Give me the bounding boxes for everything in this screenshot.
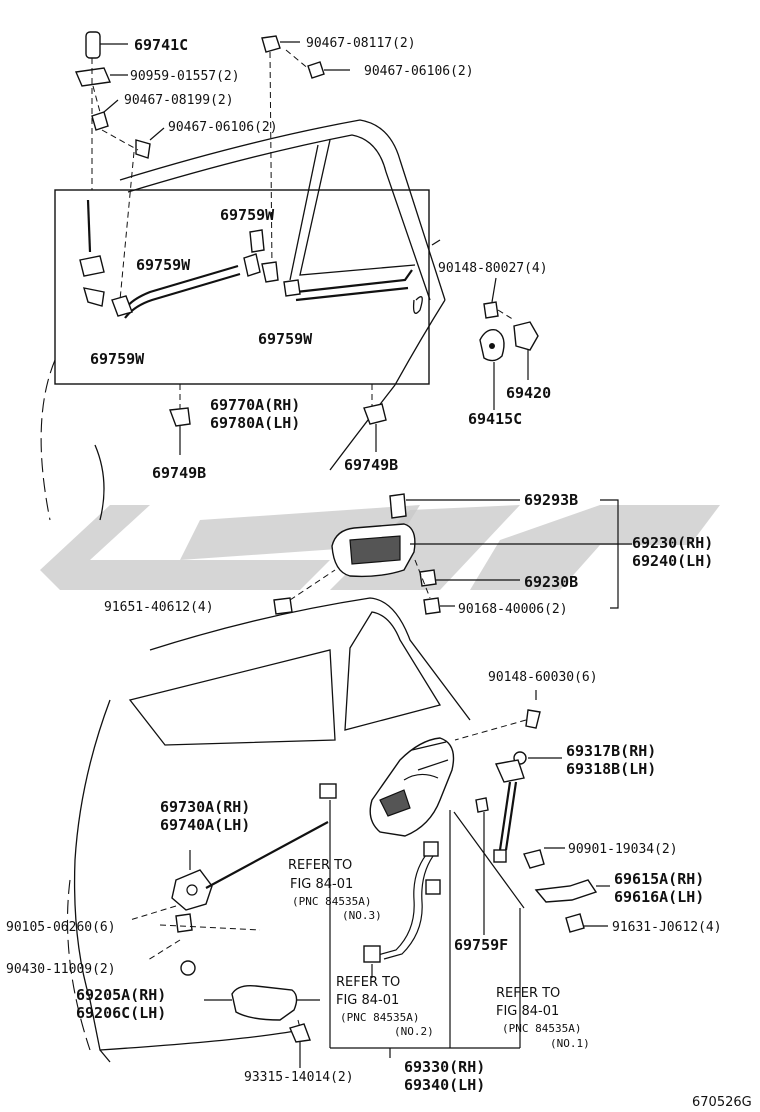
label-69740A: 69740A(LH) — [160, 816, 250, 834]
label-93315-14014: 93315-14014(2) — [244, 1070, 354, 1085]
label-90467-06106-b: 90467-06106(2) — [168, 120, 278, 135]
part-69615A-bracket[interactable] — [534, 879, 610, 903]
svg-text:(NO.3): (NO.3) — [342, 909, 382, 922]
label-69205A: 69205A(RH) — [76, 986, 166, 1004]
part-91651-bolt[interactable] — [273, 597, 293, 615]
part-cable — [319, 783, 441, 963]
figure-id: 670526G — [692, 1095, 752, 1110]
svg-text:(PNC 84535A): (PNC 84535A) — [340, 1011, 419, 1024]
label-90430-11009: 90430-11009(2) — [6, 962, 116, 977]
label-90467-08199: 90467-08199(2) — [124, 93, 234, 108]
part-90467-08199[interactable] — [91, 99, 119, 131]
svg-text:(NO.1): (NO.1) — [550, 1037, 590, 1050]
label-90105-06260: 90105-06260(6) — [6, 920, 116, 935]
part-90168-bolt[interactable] — [423, 597, 455, 615]
part-door-lock-assembly[interactable] — [369, 737, 455, 837]
part-69230-handle[interactable] — [331, 523, 618, 578]
part-69741C[interactable] — [85, 31, 128, 59]
part-90467-06106-top[interactable] — [307, 61, 350, 79]
part-90105-screw[interactable] — [175, 913, 193, 933]
label-69230-rh: 69230(RH) — [632, 534, 713, 552]
refer-note-3: REFER TO FIG 84-01 (PNC 84535A) (NO.1) — [496, 986, 590, 1050]
lower-door-outline — [67, 597, 471, 1063]
label-69206C: 69206C(LH) — [76, 1004, 166, 1022]
label-90148-80027: 90148-80027(4) — [438, 261, 548, 276]
part-90467-06106-b[interactable] — [135, 127, 165, 159]
part-91631-bolt[interactable] — [565, 913, 608, 933]
label-69415C: 69415C — [468, 410, 522, 428]
svg-text:FIG 84-01: FIG 84-01 — [496, 1004, 559, 1019]
upper-door-outline — [40, 119, 446, 521]
label-69749B-1: 69749B — [152, 464, 206, 482]
label-69293B: 69293B — [524, 491, 578, 509]
label-69759F: 69759F — [454, 936, 508, 954]
label-69759W-1: 69759W — [220, 206, 275, 224]
label-91651-40612: 91651-40612(4) — [104, 600, 214, 615]
linkage-box — [54, 189, 430, 385]
part-90430-washer[interactable] — [180, 960, 196, 976]
label-69780A: 69780A(LH) — [210, 414, 300, 432]
label-90901-19034: 90901-19034(2) — [568, 842, 678, 857]
label-69749B-2: 69749B — [344, 456, 398, 474]
label-69330: 69330(RH) — [404, 1058, 485, 1076]
label-69420: 69420 — [506, 384, 551, 402]
part-69293B[interactable] — [389, 493, 520, 519]
label-69759W-2: 69759W — [136, 256, 191, 274]
refer-leaders — [296, 800, 525, 1058]
part-93315-screw[interactable] — [289, 1023, 311, 1068]
part-69730A[interactable] — [171, 821, 329, 911]
label-69340: 69340(LH) — [404, 1076, 485, 1094]
svg-text:(NO.2): (NO.2) — [394, 1025, 434, 1038]
label-69615A: 69615A(RH) — [614, 870, 704, 888]
label-69230B: 69230B — [524, 573, 578, 591]
label-69759W-4: 69759W — [258, 330, 313, 348]
svg-text:REFER TO: REFER TO — [496, 986, 560, 1001]
label-90148-60030: 90148-60030(6) — [488, 670, 598, 685]
label-90467-08117: 90467-08117(2) — [306, 36, 416, 51]
part-90148-80027[interactable] — [483, 277, 515, 321]
label-69741C: 69741C — [134, 36, 188, 54]
refer-note-2: REFER TO FIG 84-01 (PNC 84535A) (NO.2) — [336, 975, 434, 1038]
label-69240-lh: 69240(LH) — [632, 552, 713, 570]
refer-note-1: REFER TO FIG 84-01 (PNC 84535A) (NO.3) — [288, 858, 382, 922]
label-90168-40006: 90168-40006(2) — [458, 602, 568, 617]
part-69415C[interactable] — [479, 329, 505, 410]
label-69730A: 69730A(RH) — [160, 798, 250, 816]
label-69770A: 69770A(RH) — [210, 396, 300, 414]
svg-text:(PNC 84535A): (PNC 84535A) — [502, 1022, 581, 1035]
label-69317B: 69317B(RH) — [566, 742, 656, 760]
label-91631-J0612: 91631-J0612(4) — [612, 920, 722, 935]
svg-text:REFER TO: REFER TO — [336, 975, 400, 990]
linkage-rods — [79, 199, 413, 319]
label-69318B: 69318B(LH) — [566, 760, 656, 778]
part-90148-60030-screw[interactable] — [454, 690, 541, 741]
svg-text:FIG 84-01: FIG 84-01 — [336, 993, 399, 1008]
labels: 69741C 90467-08117(2) 90959-01557(2) 904… — [6, 36, 722, 1094]
part-90959-clip[interactable] — [74, 67, 128, 87]
part-69205A-handle[interactable] — [204, 984, 298, 1021]
label-69616A: 69616A(LH) — [614, 888, 704, 906]
label-69759W-3: 69759W — [90, 350, 145, 368]
part-lock-rod — [475, 759, 525, 935]
part-90467-08117[interactable] — [261, 35, 300, 53]
part-69749B-left[interactable] — [169, 407, 191, 455]
svg-text:(PNC 84535A): (PNC 84535A) — [292, 895, 371, 908]
part-69420[interactable] — [513, 321, 539, 380]
part-69317B[interactable] — [513, 751, 562, 765]
part-90901-bolt[interactable] — [523, 847, 565, 869]
label-90959-01557: 90959-01557(2) — [130, 69, 240, 84]
label-90467-06106-a: 90467-06106(2) — [364, 64, 474, 79]
part-69749B-right[interactable] — [363, 403, 387, 452]
svg-text:REFER TO: REFER TO — [288, 858, 352, 873]
svg-text:FIG 84-01: FIG 84-01 — [290, 877, 353, 892]
